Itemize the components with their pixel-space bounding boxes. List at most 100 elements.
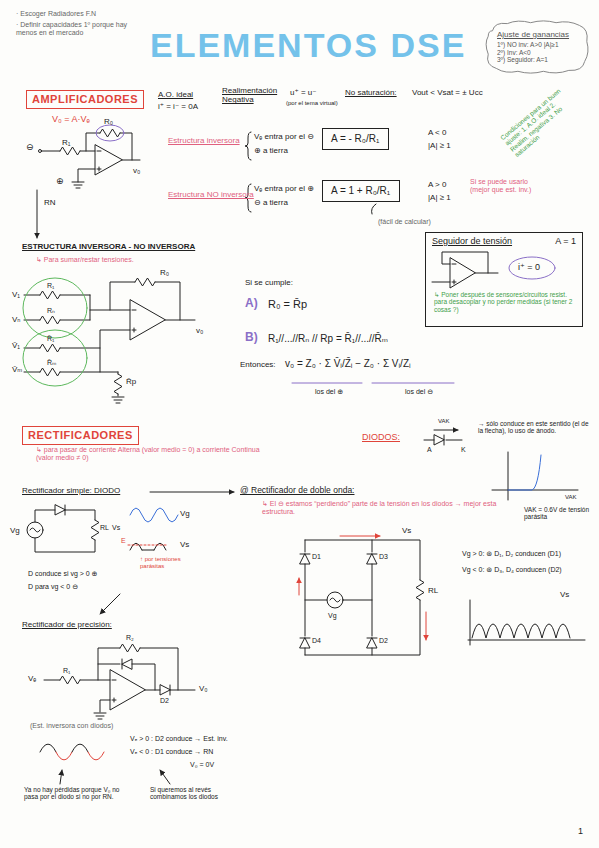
note-text: v₀ [133, 166, 140, 175]
note-text: R₁//...//Rₙ // Rp = R̄₁//...//R̄ₘ [268, 333, 388, 345]
note-text: D4 [312, 637, 321, 645]
inverting-amp-circuit-part [37, 190, 38, 238]
precision-rectifier-circuit-part [160, 685, 170, 695]
precision-rectifier-circuit-part [112, 680, 116, 702]
diode-symbol-part [508, 455, 541, 490]
note-text: DIODOS: [362, 432, 400, 442]
summing-amp-circuit-part [130, 300, 165, 340]
bridge-rectifier-circuit-part [468, 600, 585, 645]
simple-rectifier-circuit-part [91, 520, 99, 540]
summing-amp-circuit-part [40, 344, 60, 352]
note-text: Si queremos al revés combinamos los diod… [150, 786, 240, 801]
note-text: · Definir capacidades 1º porque hay meno… [16, 21, 131, 37]
formula-box: A = - R₀/R₁ [322, 128, 389, 150]
precision-rectifier-circuit-part [72, 744, 88, 752]
formula-box: A = 1 + R₀/R₁ [322, 180, 400, 202]
note-text: No saturación: [345, 88, 397, 97]
bridge-rectifier-circuit-part [367, 638, 377, 648]
note-text: V₁ [12, 290, 20, 299]
summing-amp-circuit-part [24, 295, 130, 320]
brace-part [372, 204, 377, 214]
note-text: ↑ por tensiones parásitas [140, 556, 202, 570]
note-text: Rₙ [47, 307, 55, 315]
note-text: D3 [379, 553, 388, 561]
note-text: Vs [112, 524, 120, 532]
voltage-follower-circuit-part [452, 264, 456, 284]
note-text: ↳ Para sumar/restar tensiones. [36, 256, 134, 264]
summing-amp-circuit-part [292, 383, 454, 384]
simple-rectifier-circuit-part [100, 594, 120, 614]
diode-symbol-part [434, 430, 458, 431]
note-text: VAK [438, 418, 450, 425]
note-text: (fácil de calcular) [378, 218, 431, 226]
note-text: i⁺ = i⁻ = 0A [158, 102, 198, 111]
simple-rectifier-circuit-part [130, 543, 166, 550]
note-text: V₀ = 0V [190, 761, 214, 769]
box-text: Ajuste de ganancias [497, 30, 578, 39]
note-text: A < 0 [428, 128, 446, 137]
precision-rectifier-circuit-part [110, 670, 145, 710]
precision-rectifier-circuit-part [160, 770, 170, 784]
note-text: Estructura NO inversora [168, 190, 254, 199]
precision-rectifier-circuit-part [44, 648, 195, 712]
note-text: R₁ [63, 667, 70, 675]
note-text: Vg [180, 509, 190, 518]
note-text: V₀ = A·Vₑ [52, 114, 90, 124]
note-text: ⊕ a tierra [254, 146, 288, 155]
note-text: |A| ≥ 1 [428, 141, 451, 150]
bridge-rectifier-circuit-part [367, 554, 377, 564]
note-text: D1 [312, 553, 321, 561]
simple-rectifier-circuit-part [27, 522, 43, 538]
summing-amp-circuit-part [40, 291, 60, 299]
box-text: 1º) NO inv: A>0 |A|≥1 [497, 41, 578, 48]
bridge-rectifier-circuit-part [299, 578, 300, 595]
summing-amp-circuit-part [24, 330, 130, 396]
note-text: V₀ [199, 684, 208, 693]
inverting-amp-circuit-part [72, 182, 84, 188]
note-text: Si se cumple: [245, 278, 293, 287]
note-text: D2 [379, 637, 388, 645]
note-text: A > 0 [428, 180, 446, 189]
note-text: R₀ [160, 268, 169, 277]
note-text: R₀ [104, 117, 113, 126]
note-text: RN [44, 198, 56, 207]
note-text: Vout < Vsat = ± Ucc [412, 88, 483, 97]
bridge-rectifier-circuit-part [305, 600, 372, 601]
summing-amp-circuit-part [110, 282, 195, 320]
note-text: Vₑ entra por el ⊕ [254, 184, 314, 193]
follower-box: Seguidor de tensiónA = 1 [425, 232, 583, 327]
inverting-amp-circuit-part [60, 147, 80, 155]
note-text: Realimentación Negativa [222, 86, 284, 104]
precision-rectifier-circuit-part [60, 770, 62, 784]
note-text: · Escoger Radiadores F.N [16, 10, 96, 18]
note-text: u⁺ = u⁻ [290, 88, 316, 97]
note-text: ↳ para pasar de corriente Alterna (valor… [36, 446, 266, 462]
precision-rectifier-circuit-part [56, 752, 72, 760]
precision-rectifier-circuit-part [122, 659, 132, 669]
note-text: i⁺ = 0 [518, 262, 540, 272]
inverting-amp-circuit-part [42, 133, 141, 182]
note-text: Si se puede usarlo (mejor que est. inv.) [470, 178, 540, 194]
note-text: Vₑ entra por el ⊖ [254, 132, 314, 141]
note-text: D conduce si vg > 0 ⊕ [28, 570, 97, 578]
note-text: R₀ = R̄p [268, 298, 307, 311]
voltage-follower-circuit [432, 252, 555, 288]
inverting-amp-circuit-part [100, 129, 120, 137]
note-text: Ya no hay pérdidas porque V₀ no pasa por… [24, 786, 129, 801]
note-text: (Est. inversora con diodos) [30, 722, 113, 730]
note-text: ↳ Poner después de sensores/circuitos re… [434, 291, 580, 313]
note-text: Vₑ [28, 674, 36, 683]
note-text: K [461, 446, 466, 454]
bridge-rectifier-circuit-part [416, 580, 424, 600]
summing-amp-circuit-part [40, 368, 60, 376]
note-text: R̄₁ [47, 335, 54, 343]
note-text: Vg < 0: ⊛ D₃, D₄ conducen (D2) [462, 566, 562, 574]
summing-amp-circuit-part [135, 278, 155, 286]
diode-symbol-part [492, 452, 578, 500]
note-text: R̄p [126, 377, 136, 386]
note-text: R₁ [47, 282, 54, 290]
note-text: (por el tema virtual) [286, 100, 341, 107]
box-text: A = 1 [555, 236, 576, 246]
cloud-outline [486, 21, 588, 73]
